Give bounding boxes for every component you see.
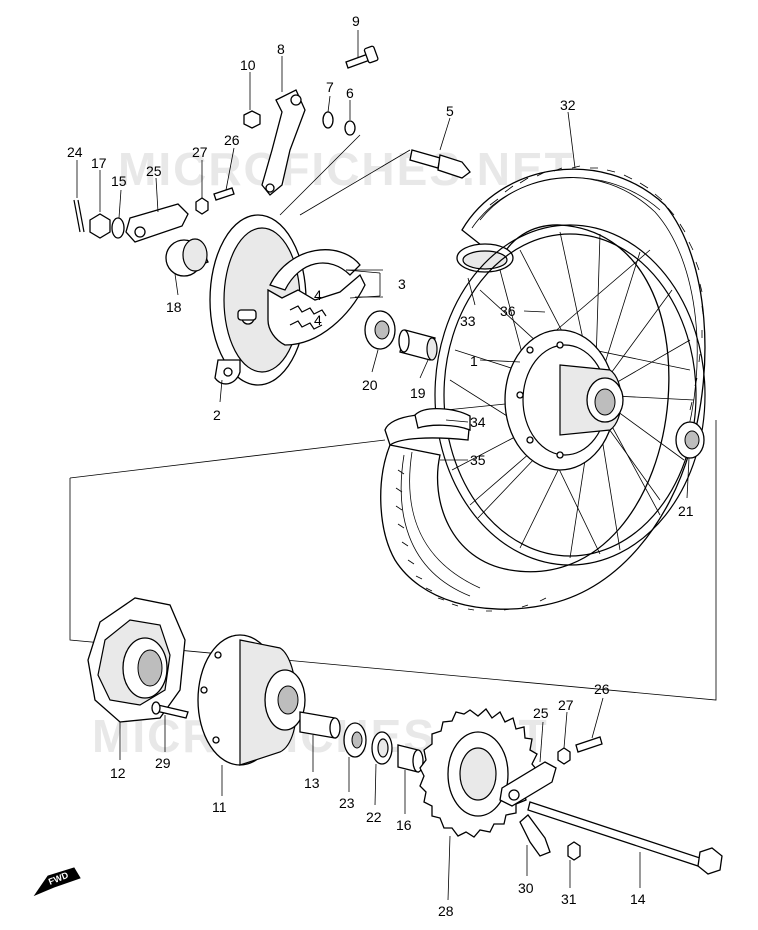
callout-27-left: 27 (192, 144, 208, 160)
callout-20: 20 (362, 377, 378, 393)
callout-18: 18 (166, 299, 182, 315)
inner-tube-rim-band (384, 408, 471, 447)
callout-10: 10 (240, 57, 256, 73)
callout-29: 29 (155, 755, 171, 771)
callout-25-left: 25 (146, 163, 162, 179)
callout-36: 36 (500, 303, 516, 319)
left-adjuster-group (73, 187, 235, 243)
castle-nut-17 (89, 213, 111, 239)
brake-shoes (267, 249, 381, 346)
torque-stopper-30 (519, 814, 551, 857)
callout-25-right: 25 (533, 705, 549, 721)
callout-11: 11 (212, 799, 227, 815)
callout-12: 12 (110, 765, 126, 781)
callout-15: 15 (111, 173, 127, 189)
nut-31 (567, 841, 581, 861)
callout-9: 9 (352, 13, 360, 29)
rubber-damper-12 (87, 597, 186, 723)
brake-cam-lever (261, 89, 306, 196)
alignment-lines (279, 134, 411, 216)
bolt-9 (345, 45, 379, 69)
bolt-26b (575, 736, 603, 753)
callout-5: 5 (446, 103, 454, 119)
callout-32: 32 (560, 97, 576, 113)
sprocket-hub-11 (197, 634, 306, 766)
fwd-arrow-icon: FWD (33, 867, 81, 897)
callout-27-right: 27 (558, 697, 574, 713)
callout-19: 19 (410, 385, 426, 401)
ring-6 (344, 120, 356, 136)
callout-35: 35 (470, 452, 486, 468)
rear-sprocket-28 (419, 708, 538, 838)
callout-4-upper: 4 (314, 287, 322, 303)
callout-21: 21 (678, 503, 694, 519)
callout-16: 16 (396, 817, 412, 833)
callout-3: 3 (398, 276, 406, 292)
frame-top-left (69, 439, 386, 479)
washer-7 (322, 111, 334, 129)
callout-23: 23 (339, 795, 355, 811)
callout-7: 7 (326, 79, 334, 95)
callout-28: 28 (438, 903, 454, 919)
callout-17: 17 (91, 155, 107, 171)
callout-1: 1 (470, 353, 478, 369)
bearing-23 (343, 722, 367, 758)
callout-24: 24 (67, 144, 83, 160)
assembly-frame (69, 420, 717, 701)
bolt-29 (151, 701, 189, 719)
callout-2: 2 (213, 407, 221, 423)
callout-31: 31 (561, 891, 577, 907)
callout-6: 6 (346, 85, 354, 101)
callout-22: 22 (366, 809, 382, 825)
spacer-13 (299, 711, 341, 739)
watermark-top: MICROFICHES.NET (118, 143, 575, 195)
callout-33: 33 (460, 313, 476, 329)
nut-27b (557, 747, 571, 765)
callout-30: 30 (518, 880, 534, 896)
nut-10 (243, 110, 261, 129)
chain-adjuster-25a (125, 203, 189, 243)
spacer-18 (165, 238, 209, 277)
wheel-hub (504, 329, 624, 471)
rear-axle-14 (527, 801, 723, 875)
leader-lines (76, 30, 690, 901)
bearing-21 (675, 421, 705, 459)
callout-13: 13 (304, 775, 320, 791)
oil-seal-22 (371, 731, 393, 765)
cotter-pin-24 (73, 199, 81, 233)
callout-4-lower: 4 (314, 312, 322, 328)
tire-valve-5 (409, 149, 471, 179)
callout-14: 14 (630, 891, 646, 907)
callout-8: 8 (277, 41, 285, 57)
callout-26-right: 26 (594, 681, 610, 697)
callout-26-left: 26 (224, 132, 240, 148)
callout-labels: 9 8 10 7 6 5 32 24 17 27 26 15 25 3 4 4 … (67, 13, 694, 919)
spacer-19 (398, 329, 438, 361)
nut-27a (195, 197, 209, 215)
washer-15 (111, 217, 125, 239)
right-adjuster-group (499, 736, 603, 807)
bearing-20 (364, 310, 396, 350)
callout-34: 34 (470, 414, 486, 430)
